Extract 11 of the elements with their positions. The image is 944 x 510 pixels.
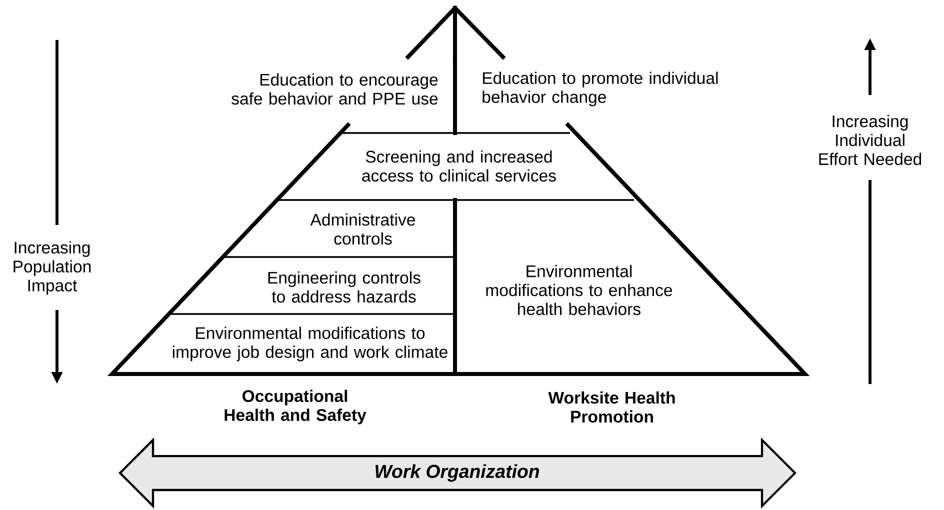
pyramid-tier-text: Administrative controls xyxy=(310,213,415,245)
pyramid-tier-text: Screening and increased access to clinical services xyxy=(362,150,556,182)
pyramid-tier-text: Engineering controls to address hazards xyxy=(268,271,420,303)
pyramid-tier-text: Environmental modifications to improve job design and work climate xyxy=(172,326,448,362)
column-heading: Occupational Health and Safety xyxy=(224,390,366,424)
pyramid-tier-text: Education to encourage safe behavior and PPE use xyxy=(232,73,438,105)
pyramid-tier-text: Education to promote individual behavior change xyxy=(482,72,718,106)
column-heading: Worksite Health Promotion xyxy=(548,391,675,423)
side-label: Increasing Population Impact xyxy=(14,241,91,295)
side-label: Increasing Individual Effort Needed xyxy=(819,114,922,166)
pyramid-tier-text: Environmental modifications to enhance health behaviors xyxy=(486,264,672,316)
